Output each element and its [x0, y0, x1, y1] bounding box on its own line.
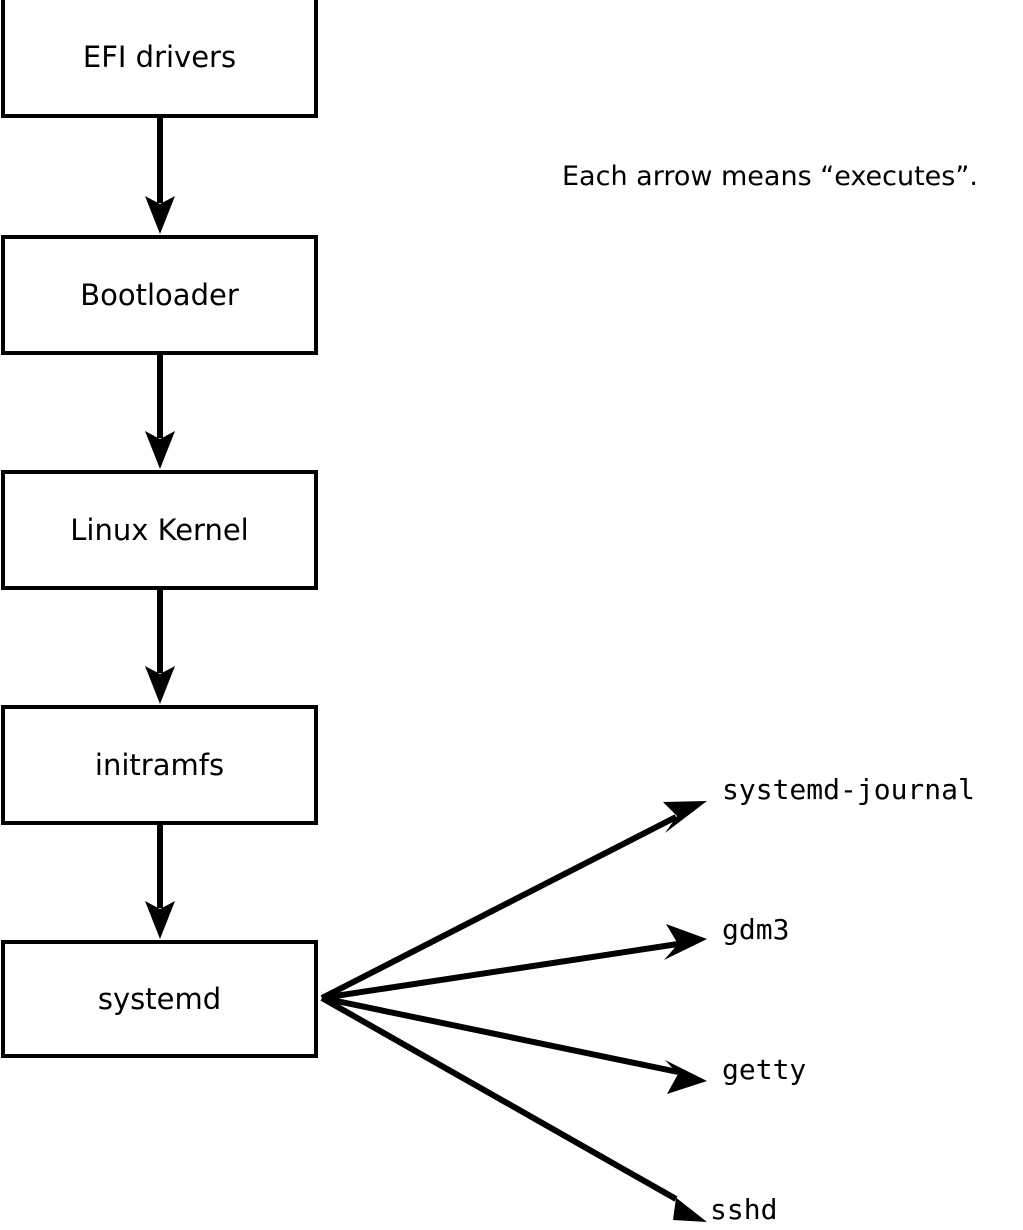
node-gdm3[interactable]: gdm3 [722, 913, 790, 946]
arrow-initramfs-to-systemd [145, 825, 175, 939]
node-systemd-label: systemd [97, 981, 222, 1016]
arrow-bootloader-to-kernel [145, 355, 175, 469]
arrow-systemd-to-sshd [320, 995, 707, 1222]
node-systemd[interactable]: systemd [1, 940, 318, 1058]
arrow-systemd-to-getty [321, 995, 707, 1094]
arrow-efi-to-bootloader [145, 118, 175, 234]
node-bootloader[interactable]: Bootloader [1, 235, 318, 355]
node-getty[interactable]: getty [722, 1053, 807, 1086]
arrow-kernel-to-initramfs [145, 590, 175, 704]
node-bootloader-label: Bootloader [80, 277, 239, 312]
node-linux-kernel-label: Linux Kernel [70, 512, 249, 547]
node-initramfs-label: initramfs [94, 747, 225, 782]
arrow-systemd-to-gdm3 [321, 924, 707, 1001]
node-initramfs[interactable]: initramfs [1, 705, 318, 825]
node-sshd[interactable]: sshd [710, 1193, 778, 1226]
node-efi-drivers-label: EFI drivers [82, 39, 237, 74]
arrow-systemd-to-systemd-journal [320, 801, 707, 1001]
node-linux-kernel[interactable]: Linux Kernel [1, 470, 318, 590]
node-systemd-journal[interactable]: systemd-journal [722, 773, 975, 806]
node-efi-drivers[interactable]: EFI drivers [1, 0, 318, 118]
legend-annotation: Each arrow means “executes”. [562, 161, 978, 192]
